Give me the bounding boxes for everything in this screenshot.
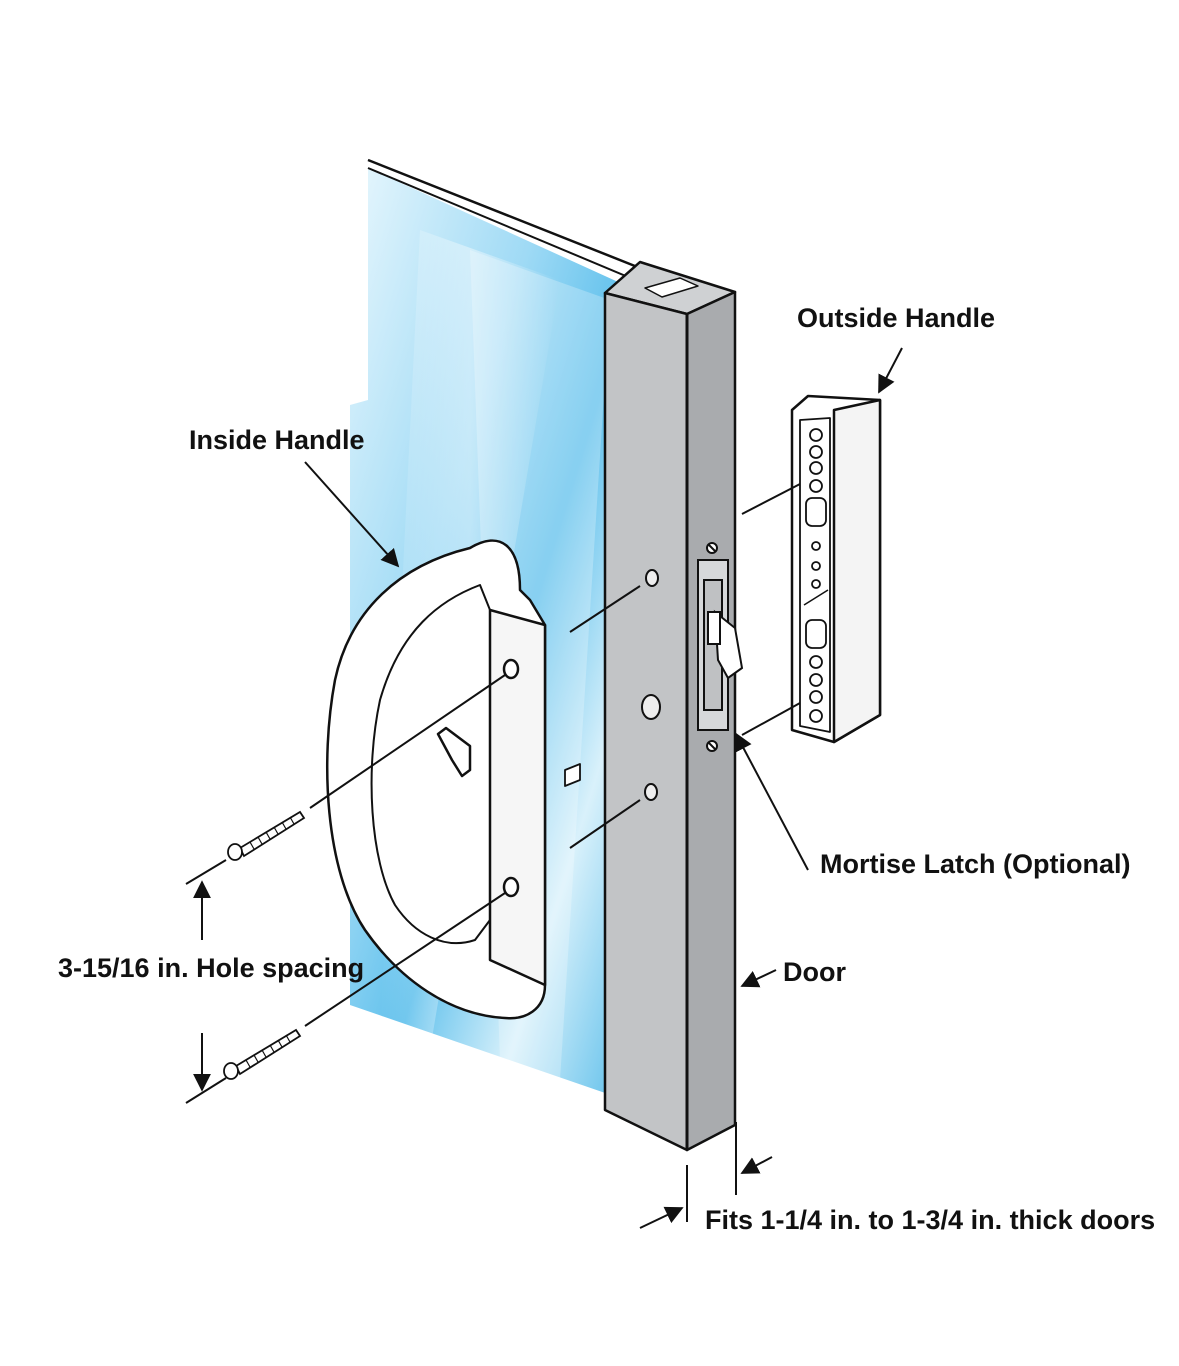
hole-spacing-dimension	[185, 859, 227, 1104]
door-holes	[641, 569, 661, 801]
alignment-lines	[304, 483, 801, 1027]
thickness-dimension	[639, 1122, 773, 1229]
outside-handle	[790, 394, 882, 744]
screw-bottom	[223, 1028, 302, 1080]
inside-handle-label: Inside Handle	[189, 425, 365, 455]
thickness-label: Fits 1-1/4 in. to 1-3/4 in. thick doors	[705, 1205, 1155, 1235]
mortise-latch-label: Mortise Latch (Optional)	[820, 849, 1131, 879]
mortise-latch	[697, 542, 744, 752]
leader-lines	[304, 347, 903, 988]
door-stile	[603, 260, 737, 1152]
hole-spacing-label: 3-15/16 in. Hole spacing	[58, 953, 364, 983]
inside-handle	[326, 539, 581, 1020]
outside-handle-label: Outside Handle	[797, 303, 995, 333]
door-label: Door	[783, 957, 846, 987]
screw-top	[227, 810, 306, 861]
